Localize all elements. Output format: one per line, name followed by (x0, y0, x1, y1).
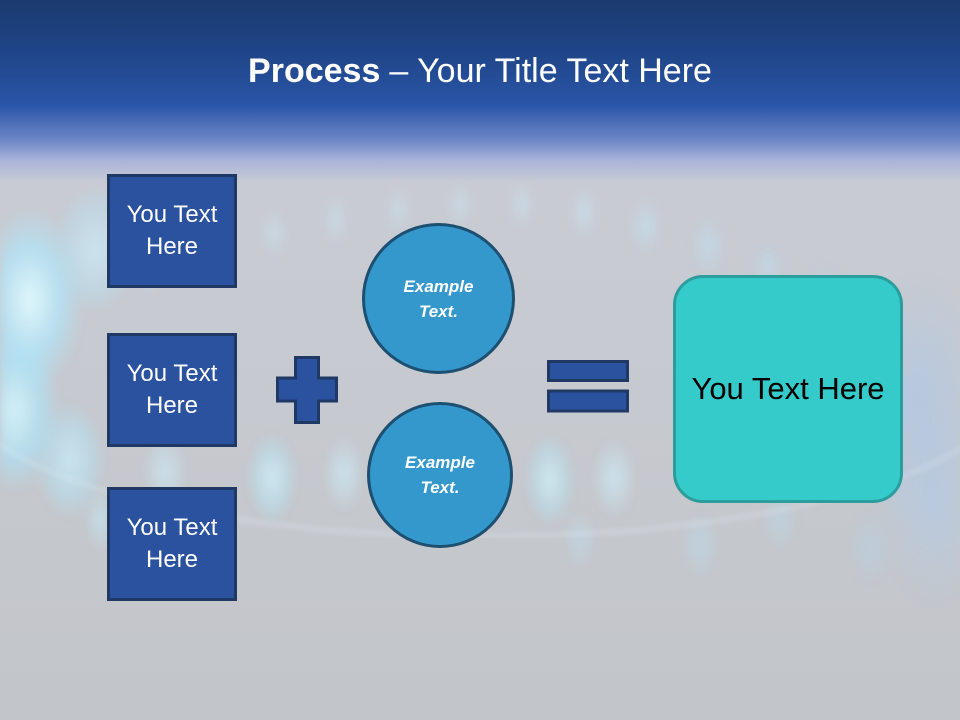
equals-icon (547, 360, 629, 413)
input-box-3-label: You Text Here (126, 514, 218, 573)
example-circle-2-label: Example Text. (405, 453, 475, 497)
result-box-label: You Text Here (691, 371, 885, 406)
input-box-1-label: You Text Here (126, 201, 218, 260)
example-circle-1: Example Text. (362, 223, 515, 374)
title-banner: Process– Your Title Text Here (0, 0, 960, 182)
result-box: You Text Here (673, 275, 903, 503)
example-circle-2: Example Text. (367, 402, 513, 548)
plus-icon (276, 356, 338, 424)
slide-title-rest: – Your Title Text Here (389, 52, 712, 90)
input-box-2: You Text Here (107, 333, 237, 447)
input-box-3: You Text Here (107, 487, 237, 601)
example-circle-1-label: Example Text. (403, 276, 474, 321)
slide-title: Process– Your Title Text Here (0, 52, 960, 90)
input-box-2-label: You Text Here (126, 360, 218, 419)
input-box-1: You Text Here (107, 174, 237, 288)
slide-title-keyword: Process (248, 52, 381, 90)
